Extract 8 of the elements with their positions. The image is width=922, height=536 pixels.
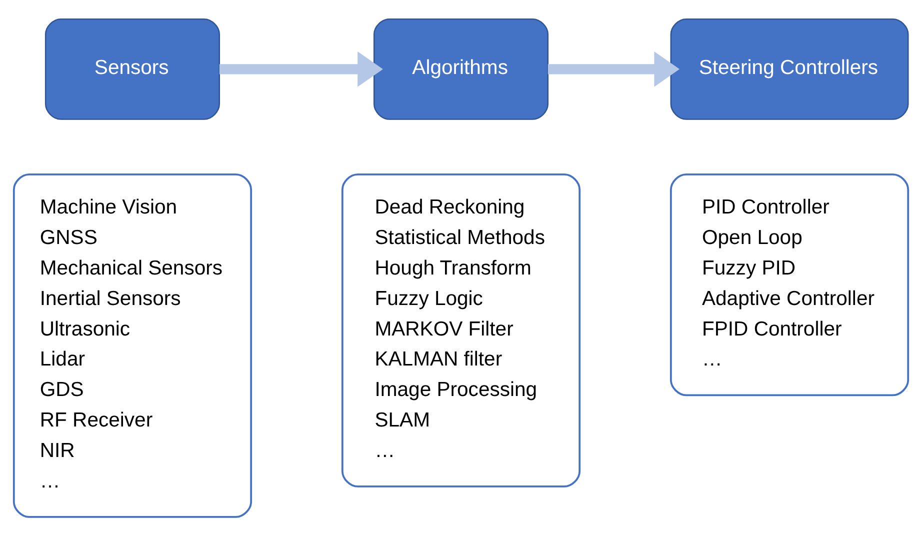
node-box: PID Controller Open Loop Fuzzy PID Adaptive Controller FPID Controller … <box>670 174 910 396</box>
node-box: Steering Controllers <box>670 18 909 120</box>
node-box: Algorithms <box>373 18 549 120</box>
arrow <box>219 51 383 87</box>
node-box: Machine Vision GNSS Mechanical Sensors Inertial Sensors Ultrasonic Lidar GDS RF Receiver NIR … <box>12 174 252 518</box>
node-box: Sensors <box>44 18 220 120</box>
arrow <box>548 51 680 87</box>
node-box: Dead Reckoning Statistical Methods Hough Transform Fuzzy Logic MARKOV Filter KALMAN filter Image Processing SLAM … <box>341 174 581 488</box>
